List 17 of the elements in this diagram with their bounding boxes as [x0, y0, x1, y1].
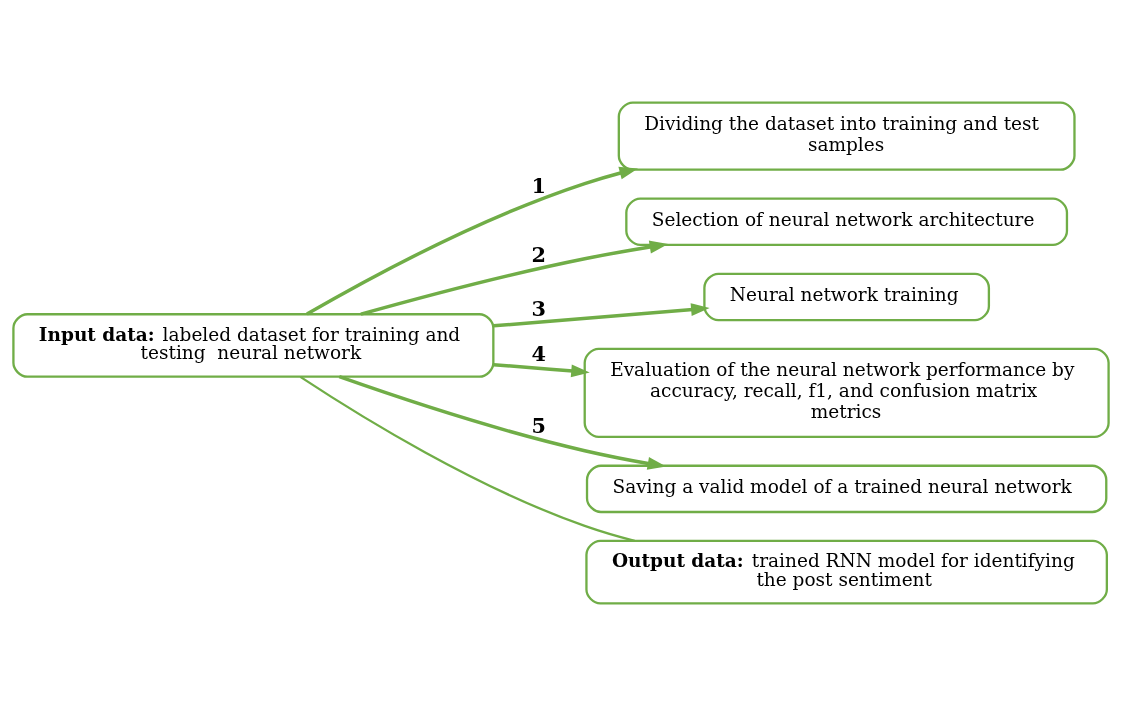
edge-label: 4 [531, 340, 546, 366]
arrow [306, 166, 638, 316]
arrow [493, 362, 590, 378]
node-box: Dividing the dataset into training and test samples [617, 101, 1076, 171]
edge-label: 1 [531, 173, 546, 199]
node-box: Input data: labeled dataset for training and testing neural network [12, 313, 495, 378]
edge-label: 5 [531, 412, 546, 438]
edge-label: 2 [531, 241, 546, 267]
arrow [493, 303, 710, 328]
node-box: Selection of neural network architecture [625, 197, 1069, 247]
node-box: Evaluation of the neural network performance by accuracy, recall, f1, and confusion matrix metrics [583, 347, 1110, 438]
node-box: Neural network training [703, 272, 991, 322]
edge-label: 3 [531, 295, 546, 321]
node-box: Output data: trained RNN model for identifying the post sentiment [585, 539, 1108, 605]
node-box: Saving a valid model of a trained neural network [585, 464, 1108, 514]
connector [299, 375, 635, 542]
arrow [360, 240, 669, 316]
